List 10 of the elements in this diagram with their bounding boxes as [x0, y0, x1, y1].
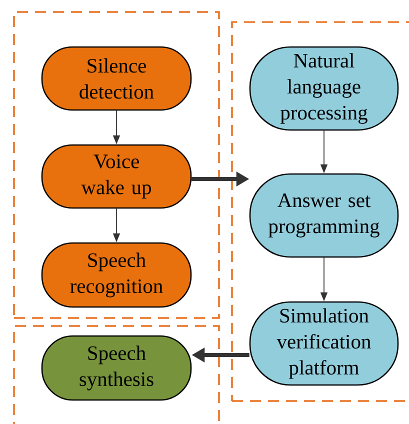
dashed-group-frame: [13, 325, 220, 424]
process-box: Silence detection: [41, 46, 192, 111]
dashed-group-frame: [13, 11, 220, 319]
process-box: Speech recognition: [41, 242, 192, 308]
process-box: Speech synthesis: [41, 335, 192, 401]
dashed-group-frame: [231, 21, 409, 402]
process-box: Natural language processing: [249, 46, 399, 131]
process-box: Simulation verification platform: [249, 301, 399, 386]
process-box: Answer set programming: [249, 173, 399, 258]
process-box: Voice wake up: [41, 144, 192, 209]
